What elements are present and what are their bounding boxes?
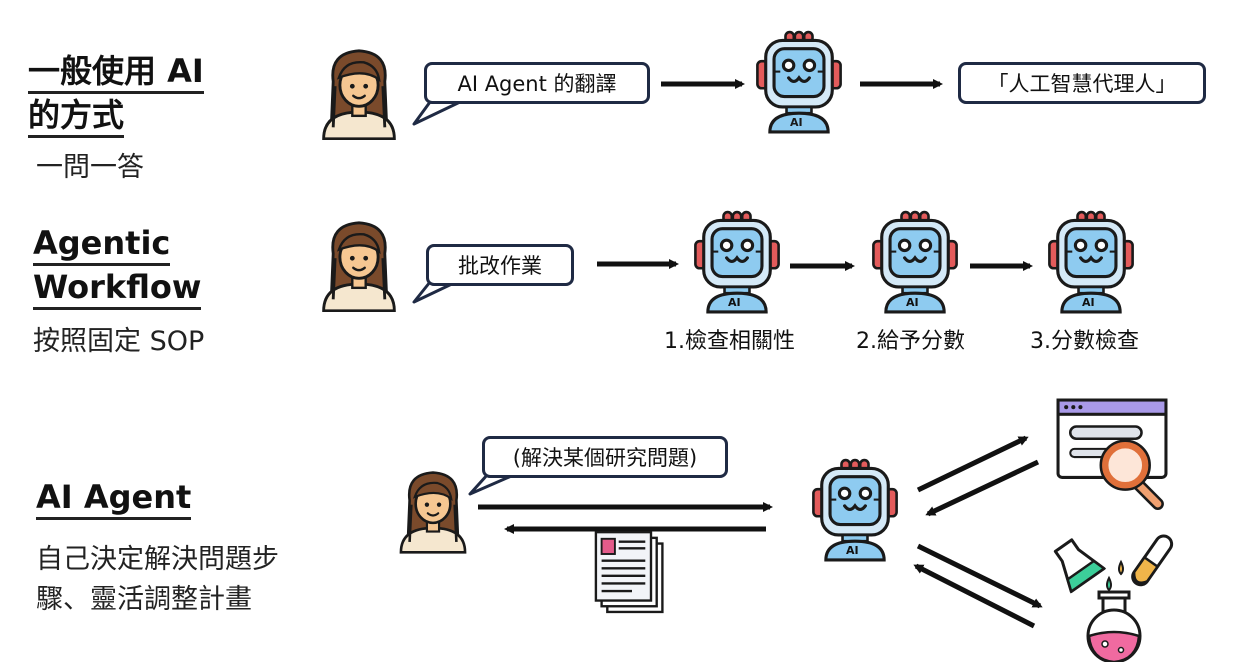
woman-icon: [399, 471, 467, 554]
woman-icon: [322, 221, 396, 312]
row1-bubble-tail: [412, 100, 461, 126]
row3-title: AI Agent: [36, 476, 192, 520]
step-label-2: 2.給予分數: [856, 329, 965, 354]
row1-robot: AI: [744, 30, 854, 134]
row1-title: 一般使用 AI 的方式: [28, 50, 204, 138]
row3-bubble-tail: [468, 472, 517, 496]
robot-badge: AI: [790, 116, 803, 129]
lab-flask-icon: [1052, 532, 1174, 662]
row1-title-line2: 的方式: [28, 95, 125, 138]
step-label-1: 1.檢查相關性: [664, 329, 795, 354]
arrow-from-search: [925, 459, 1040, 517]
row1-result-box: 「人工智慧代理人」: [958, 62, 1206, 104]
row2-title-line1: Agentic: [33, 223, 171, 266]
row2-robot-2: AI: [860, 210, 970, 314]
arrow-to-search: [916, 435, 1029, 493]
robot-badge: AI: [1082, 296, 1095, 309]
row1-description: 一問一答: [36, 152, 144, 183]
row3-description: 自己決定解決問題步 驟、靈活調整計畫: [36, 540, 279, 620]
step-label-3: 3.分數檢查: [1030, 329, 1139, 354]
documents-icon: [594, 530, 664, 614]
row1-speech-bubble: AI Agent 的翻譯: [424, 62, 650, 104]
web-search-icon: [1054, 398, 1170, 510]
row3-speech-bubble: (解決某個研究問題): [482, 436, 728, 478]
row3-robot: AI: [800, 458, 910, 562]
robot-badge: AI: [846, 544, 859, 557]
row2-title: Agentic Workflow: [33, 222, 202, 310]
robot-badge: AI: [906, 296, 919, 309]
arrow-to-lab: [916, 543, 1043, 609]
row2-title-line2: Workflow: [33, 267, 202, 310]
robot-badge: AI: [728, 296, 741, 309]
row3-description-line2: 驟、靈活調整計畫: [36, 584, 252, 615]
row2-robot-1: AI: [682, 210, 792, 314]
row3-description-line1: 自己決定解決問題步: [36, 544, 279, 575]
row1-title-line1: 一般使用 AI: [28, 51, 204, 94]
row2-speech-bubble: 批改作業: [426, 244, 574, 286]
row2-bubble-tail: [412, 280, 457, 304]
arrow-from-lab: [913, 563, 1036, 629]
row2-description: 按照固定 SOP: [33, 326, 205, 357]
row2-robot-3: AI: [1036, 210, 1146, 314]
row3-title-line1: AI Agent: [36, 477, 192, 520]
